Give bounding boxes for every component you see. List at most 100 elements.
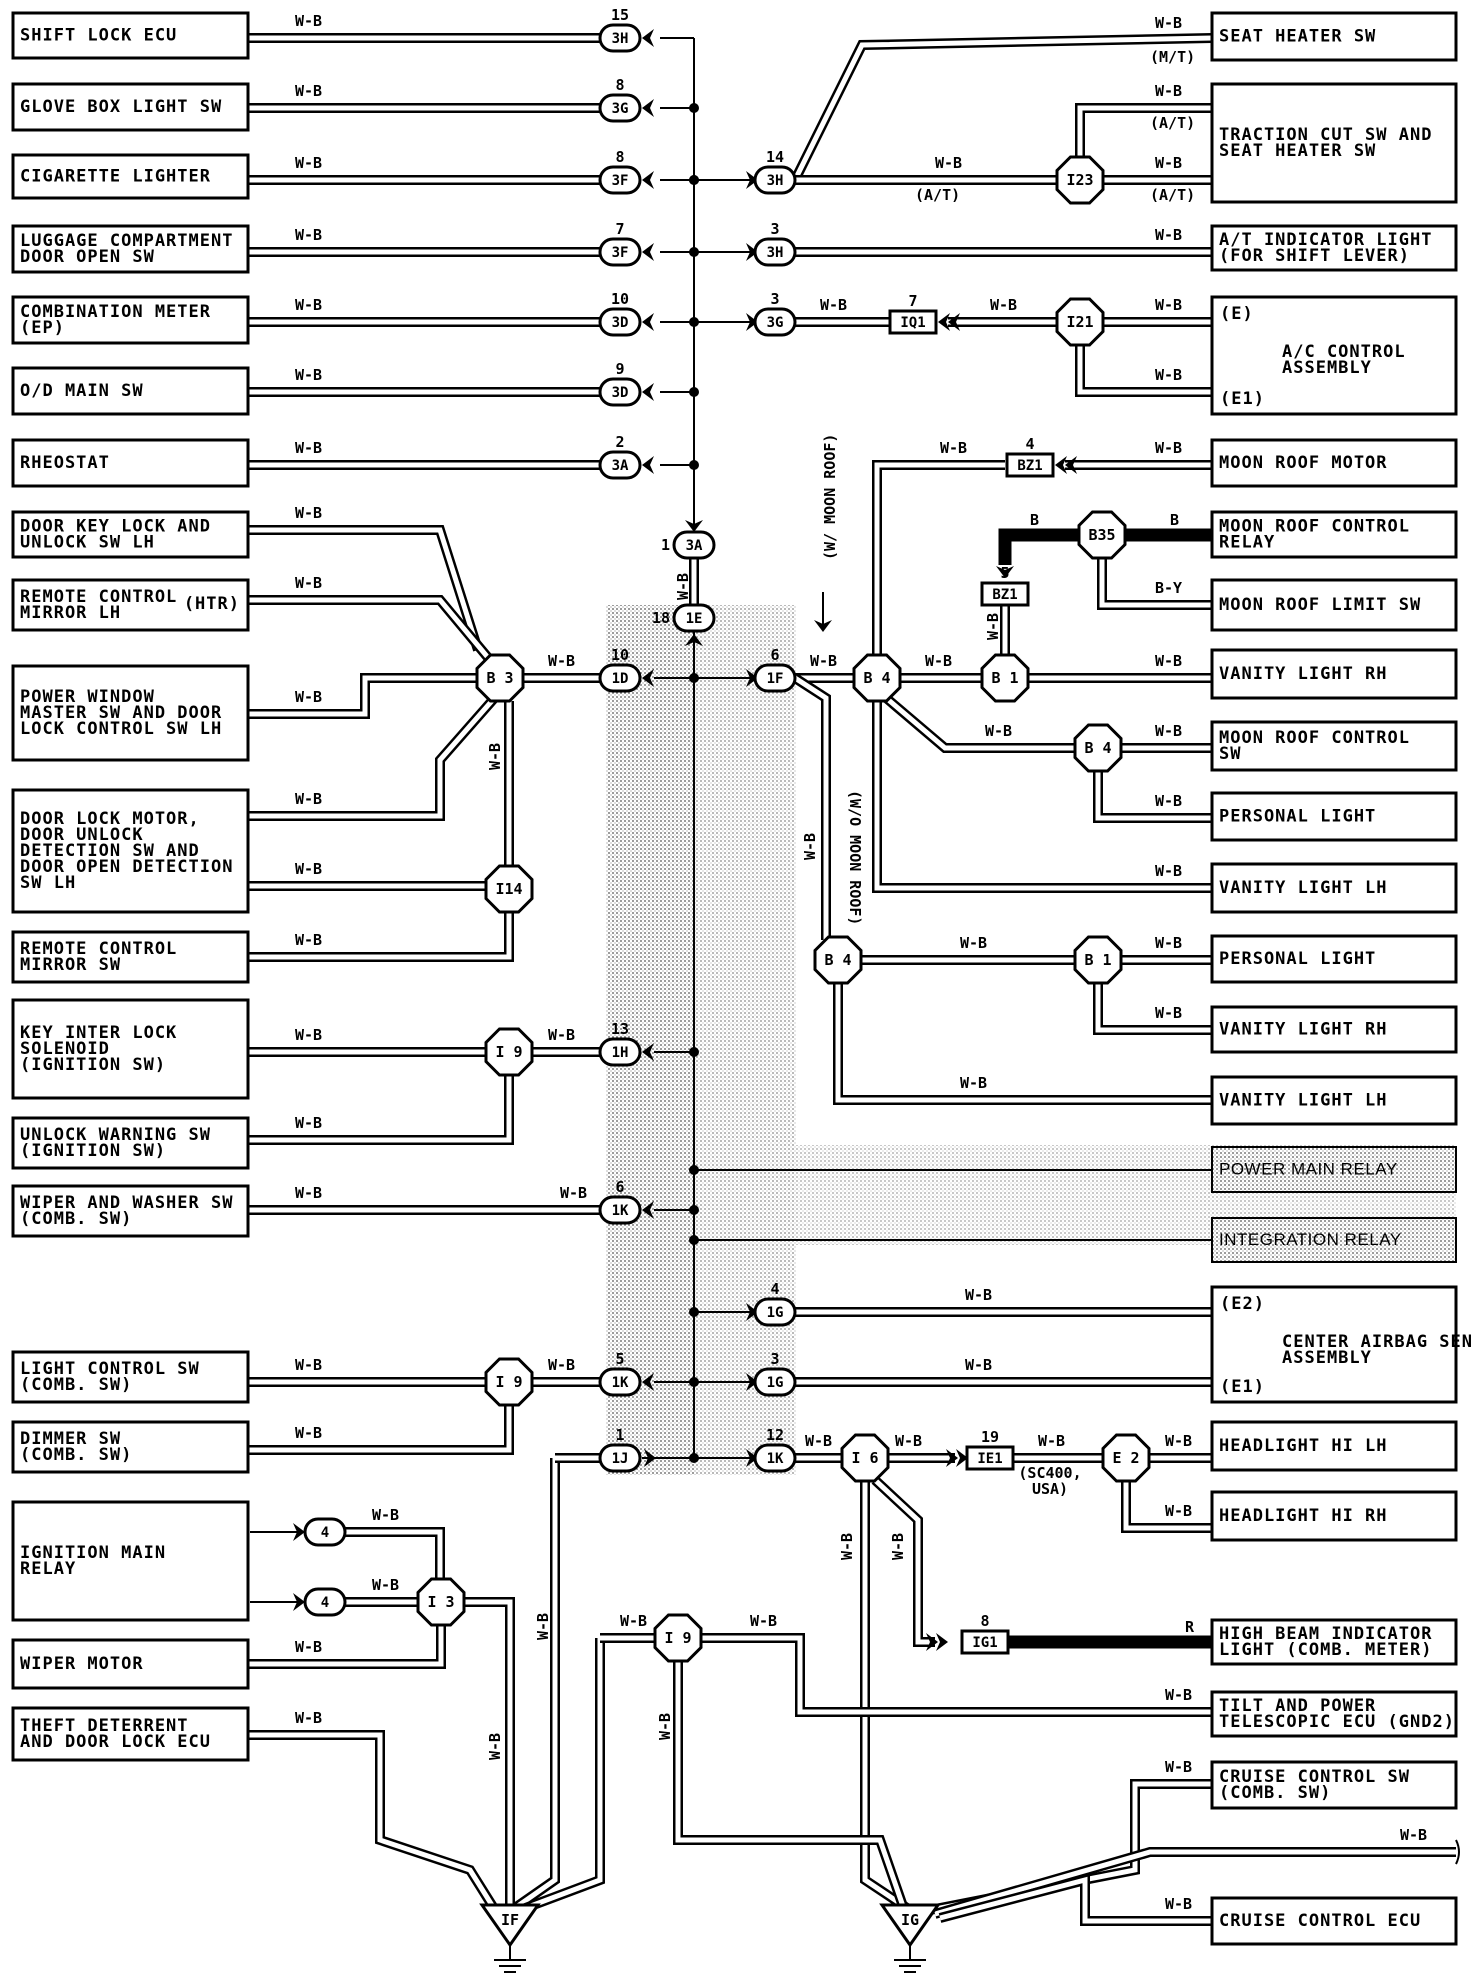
junction-B35-label: B35	[1088, 526, 1115, 544]
wire-color-label: W-B	[984, 613, 1002, 640]
wire-color-label: W-B	[295, 12, 322, 30]
junction-I14-label: I 9	[495, 1043, 522, 1061]
wire-color-label: W-B	[838, 1533, 856, 1560]
light-control-sw-line: (COMB. SW)	[20, 1375, 132, 1395]
remote-control-mirror-sw	[11, 930, 250, 984]
arrow-down	[685, 520, 703, 532]
moon-roof-limit-sw-box	[1210, 578, 1458, 632]
conn-BZ1-4-rect	[1005, 452, 1055, 478]
arrow-left	[938, 313, 950, 331]
conn-3F-8-pin: 8	[615, 148, 624, 166]
headlight-hi-rh-line: HEADLIGHT HI RH	[1219, 1506, 1388, 1526]
junction-dot	[689, 387, 699, 397]
wire-color-label: W-B	[1155, 439, 1182, 457]
wire-b4-b4b-inner	[883, 695, 1075, 751]
conn-BZ1-5-code: BZ1	[992, 587, 1017, 603]
wire-i6-ground-inner	[862, 1481, 912, 1913]
conn-1G-4-pin: 4	[770, 1280, 779, 1298]
wire-rcm-b1-inner	[248, 912, 512, 960]
wire-i21-e1-inner	[1077, 345, 1212, 395]
wire-b4-bz1-inner	[874, 462, 1005, 655]
conn-3D-10-code: 3D	[612, 315, 629, 331]
wire-color-label: W-B	[295, 1424, 322, 1442]
conn-1G-3-oval	[753, 1367, 797, 1397]
conn-3D-10-pin: 10	[611, 290, 629, 308]
wire-color-label: W-B	[1155, 296, 1182, 314]
arrow-right	[746, 243, 758, 261]
wire-color-label: B	[1030, 511, 1039, 529]
junction-dot	[689, 317, 699, 327]
arrow-right	[644, 1449, 656, 1467]
conn-1K-6-oval	[598, 1195, 642, 1225]
conn-IE1-pin: 19	[981, 1428, 999, 1446]
wiper-motor-line: WIPER MOTOR	[20, 1654, 144, 1674]
arrow-up	[685, 634, 703, 646]
conn-3F-8-code: 3F	[612, 173, 629, 189]
wire-i9r-if-inner	[519, 1638, 603, 1913]
wire-color-label: W-B	[1155, 226, 1182, 244]
wire-color-label: W-B	[940, 439, 967, 457]
cruise-control-sw-box	[1210, 1760, 1458, 1810]
wire-i9r-ig-inner	[675, 1661, 908, 1913]
junction-I3	[416, 1577, 466, 1627]
wire-color-label: W-B	[656, 1713, 674, 1740]
conn-3H-15-code: 3H	[612, 31, 629, 47]
wire-color-label: W-B	[295, 1709, 322, 1727]
headlight-hi-rh-box	[1210, 1490, 1458, 1542]
light-control-sw	[11, 1350, 250, 1404]
vanity-light-rh-2-box	[1210, 1005, 1458, 1054]
dimmer-sw	[11, 1420, 250, 1474]
wire-color-label: W-B	[1165, 1895, 1192, 1913]
remote-control-mirror-lh-line: MIRROR LH	[20, 603, 121, 623]
conn-1E-18-pin: 18	[652, 609, 670, 627]
wire-color-label: W-B	[486, 1733, 504, 1760]
conn-ign-4b-oval	[303, 1587, 347, 1617]
personal-light-1	[1210, 791, 1458, 842]
conn-3A-2-pin: 2	[615, 433, 624, 451]
wire-color-label: W-B	[1155, 722, 1182, 740]
wire-cruise-ecu-inner	[939, 1876, 1212, 1924]
conn-3F-7-oval	[598, 237, 642, 267]
conn-1G-4-oval	[753, 1297, 797, 1327]
conn-1K-12-oval	[753, 1443, 797, 1473]
moon-roof-control-relay-line: RELAY	[1219, 533, 1275, 553]
headlight-hi-lh-line: HEADLIGHT HI LH	[1219, 1436, 1388, 1456]
wire-i3-if-inner	[464, 1599, 513, 1905]
dimmer-sw-box	[11, 1420, 250, 1474]
ac-control-assembly	[1210, 295, 1458, 416]
integration-relay-box	[1211, 1217, 1457, 1263]
conn-3G-3-oval	[753, 307, 797, 337]
conn-1J-1-oval	[598, 1443, 642, 1473]
conn-1K-5-code: 1K	[612, 1375, 629, 1391]
center-airbag-sensor-line: ASSEMBLY	[1282, 1348, 1372, 1368]
at-indicator-light-line: (FOR SHIFT LEVER)	[1219, 246, 1410, 266]
wire-ign-a-i3	[345, 1527, 445, 1580]
key-interlock-solenoid-line: SOLENOID	[20, 1039, 110, 1059]
junction-I21-label: I21	[1066, 313, 1093, 331]
key-interlock-solenoid-line: KEY INTER LOCK	[20, 1023, 177, 1043]
wire-1j-if-inner	[510, 1458, 558, 1913]
unlock-warning-sw-box	[11, 1116, 250, 1170]
traction-cut-sw	[1210, 82, 1458, 204]
wire-color-label: W-B	[925, 652, 952, 670]
junction-B4-bottom-label: B 4	[824, 951, 851, 969]
wire-color-label: W-B	[674, 573, 692, 600]
headlight-hi-rh	[1210, 1490, 1458, 1542]
wire-i9r-ig	[673, 1661, 910, 1914]
conn-3A-2-code: 3A	[612, 458, 629, 474]
ac-control-assembly-pin-top: (E)	[1220, 304, 1254, 324]
wire-color-label: W-B	[548, 652, 575, 670]
wire-color-label: W-B	[295, 931, 322, 949]
wire-color-label: W-B	[965, 1286, 992, 1304]
wire-b4b-personal-inner	[1095, 771, 1212, 821]
wire-theft-if-inner	[248, 1732, 498, 1912]
ac-control-assembly-line: ASSEMBLY	[1282, 358, 1372, 378]
arrow-left	[642, 456, 654, 474]
wire-seat-heater-inner	[792, 35, 1213, 182]
theft-deterrent-ecu-line: THEFT DETERRENT	[20, 1716, 189, 1736]
conn-3H-14-code: 3H	[767, 173, 784, 189]
conn-1K-5-oval	[598, 1367, 642, 1397]
cigarette-lighter-line: CIGARETTE LIGHTER	[20, 167, 211, 187]
wire-color-label: W-B	[985, 722, 1012, 740]
wire-color-label: W-B	[1155, 14, 1182, 32]
